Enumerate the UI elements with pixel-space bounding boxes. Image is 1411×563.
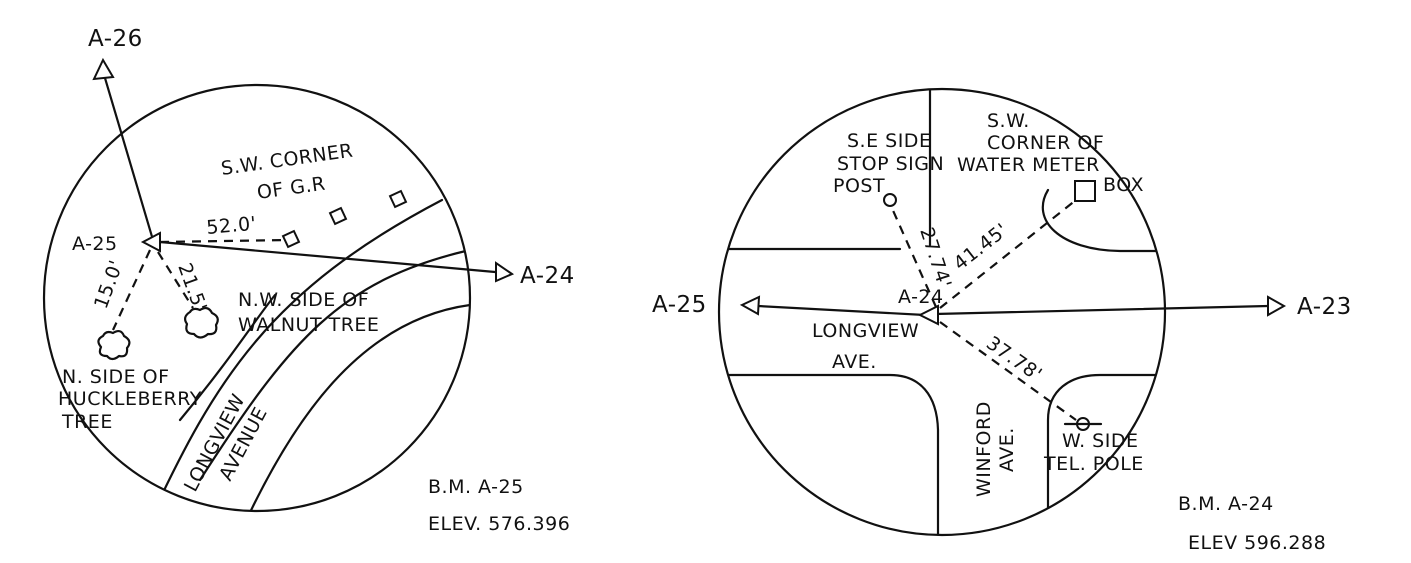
right-dash-to-tel-pole: [939, 321, 1077, 421]
right-meter-label-4: BOX: [1103, 174, 1144, 196]
right-stop-label-2: STOP SIGN: [837, 153, 944, 175]
left-huck-label-2: HUCKLEBERRY: [58, 388, 202, 410]
right-diagram: A-25 A-23 A-24 27.74' S.E SIDE STOP SIGN…: [652, 87, 1352, 554]
right-longview-label-1: LONGVIEW: [812, 320, 919, 342]
left-curb-inner: [198, 248, 470, 482]
left-bm-label: B.M. A-25: [428, 476, 524, 498]
right-ref-right-label: A-23: [1297, 294, 1352, 320]
right-stop-label-3: POST: [833, 175, 885, 197]
left-dash-to-walnut: [157, 251, 194, 309]
left-huck-label-1: N. SIDE OF: [62, 366, 170, 388]
left-diagram: A-26 A-24 A-25 52.0' S.W. CORNER OF G.R …: [42, 26, 575, 535]
left-street-lines: [148, 198, 470, 511]
left-gr-marker-3: [388, 189, 408, 209]
left-arrow-a26-line: [103, 76, 155, 242]
left-arrow-a24-head: [495, 261, 515, 283]
right-station-triangle: [917, 304, 939, 326]
right-arrow-a23-line: [933, 304, 1270, 316]
right-south-curb-right: [1046, 373, 1165, 535]
right-dist-pole: 37.78': [982, 332, 1046, 386]
left-curb-walnut-side: [178, 293, 277, 422]
left-dash-to-corner: [159, 238, 289, 244]
left-dist-corner: 52.0': [206, 213, 258, 239]
left-ref-right-label: A-24: [520, 263, 575, 289]
left-elev-label: ELEV. 576.396: [428, 513, 570, 535]
left-arrow-a26-head: [92, 57, 115, 81]
right-elev-label: ELEV 596.288: [1188, 532, 1326, 554]
left-gr-marker-1: [281, 229, 301, 249]
right-south-curb-left: [719, 373, 940, 535]
left-corner-label-1: S.W. CORNER: [220, 140, 355, 180]
right-arrow-a25-line: [756, 304, 927, 317]
right-north-curb-right: [1041, 188, 1165, 253]
left-ref-up-label: A-26: [88, 26, 143, 52]
left-curb-upper: [148, 198, 444, 511]
right-frame-circle: [717, 87, 1167, 537]
right-dash-to-stop-sign: [889, 205, 938, 308]
right-meter-label-3: WATER METER: [957, 154, 1100, 176]
right-winford-label-2: AVE.: [996, 427, 1018, 472]
left-walnut-label-1: N.W. SIDE OF: [238, 289, 369, 311]
left-walnut-tree-symbol: [183, 306, 219, 339]
right-water-meter-box-symbol: [1074, 180, 1096, 202]
left-dist-walnut: 21.5': [173, 260, 211, 315]
right-stop-sign-post-symbol: [883, 193, 897, 207]
right-stop-label-1: S.E SIDE: [847, 130, 931, 152]
left-curb-lower: [233, 303, 470, 511]
right-street-lines: [719, 89, 1165, 535]
left-gr-marker-2: [328, 206, 348, 226]
left-frame-circle: [42, 83, 472, 513]
left-arrow-a24-line: [158, 240, 497, 274]
left-corner-label-2: OF G.R: [256, 173, 327, 204]
right-meter-label-2: CORNER OF: [987, 132, 1104, 154]
left-huckleberry-tree-symbol: [97, 329, 131, 361]
left-walnut-label-2: WALNUT TREE: [238, 314, 379, 336]
right-station-label: A-24: [898, 286, 944, 308]
right-winford-label-1: WINFORD: [973, 401, 995, 497]
right-dash-to-water-meter: [939, 199, 1077, 309]
right-bm-label: B.M. A-24: [1178, 493, 1274, 515]
right-longview-label-2: AVE.: [832, 351, 877, 373]
left-huck-label-3: TREE: [61, 411, 113, 433]
left-station-label: A-25: [72, 233, 118, 255]
right-ref-left-label: A-25: [652, 292, 707, 318]
right-meter-label-1: S.W.: [987, 110, 1030, 132]
right-arrow-a25-head: [739, 295, 761, 316]
right-arrow-a23-head: [1267, 295, 1287, 317]
left-dist-huckleberry: 15.0': [90, 257, 128, 312]
right-pole-label-2: TEL. POLE: [1043, 453, 1144, 475]
right-pole-label-1: W. SIDE: [1062, 430, 1139, 452]
right-dist-meter: 41.45': [950, 219, 1013, 275]
